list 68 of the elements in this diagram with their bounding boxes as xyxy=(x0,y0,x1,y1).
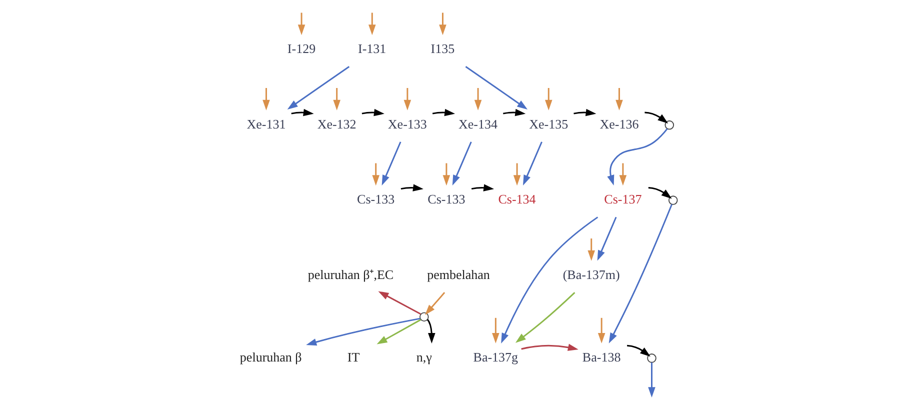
node-text: Xe-136 xyxy=(599,116,638,132)
arrow xyxy=(522,142,542,186)
arrow xyxy=(432,108,455,116)
node-circle xyxy=(419,312,428,322)
node-text: I-129 xyxy=(286,41,316,56)
arrow xyxy=(381,142,401,186)
node-text: I-131 xyxy=(358,41,386,56)
node-text: IT xyxy=(346,350,360,365)
arrow xyxy=(514,292,575,343)
node-text: peluruhan β⁺,EC xyxy=(307,266,394,282)
arrow xyxy=(442,163,450,186)
arrow xyxy=(424,292,445,315)
arrow xyxy=(644,112,668,124)
arrow xyxy=(492,318,499,344)
node-text: Ba-137g xyxy=(472,350,518,365)
arrow xyxy=(332,88,340,110)
node-text: Xe-134 xyxy=(458,116,498,132)
arrow xyxy=(648,362,655,398)
node-text: Xe-133 xyxy=(387,116,426,132)
node-text: Xe-135 xyxy=(528,116,568,132)
node-text: Xe-131 xyxy=(246,116,286,132)
node-text: (Ba-137m) xyxy=(562,266,620,282)
arrow xyxy=(615,88,622,110)
arrow xyxy=(626,344,650,357)
arrow xyxy=(403,88,411,110)
arrow xyxy=(587,238,594,261)
node-text: pembelahan xyxy=(426,266,490,282)
arrow xyxy=(438,12,446,36)
node-text: Cs-137 xyxy=(604,192,642,207)
arrow xyxy=(400,184,423,192)
arrow xyxy=(544,88,552,110)
arrow xyxy=(306,318,420,346)
arrow xyxy=(262,88,270,110)
node-text: n,γ xyxy=(416,350,432,365)
arrow xyxy=(500,216,598,344)
arrow xyxy=(502,108,526,116)
arrow xyxy=(376,319,421,344)
arrow xyxy=(596,216,616,261)
arrow xyxy=(470,184,494,192)
arrow xyxy=(361,108,384,116)
arrow xyxy=(608,204,672,344)
arrow xyxy=(474,88,482,110)
node-circle xyxy=(668,196,678,205)
arrow xyxy=(372,163,379,186)
arrow xyxy=(368,12,376,36)
arrow xyxy=(464,66,528,110)
arrow xyxy=(520,344,578,351)
arrow xyxy=(378,291,420,315)
arrow xyxy=(606,128,668,186)
arrow xyxy=(512,163,520,186)
node-text: Cs-134 xyxy=(498,192,536,207)
arrow xyxy=(297,12,305,36)
node-circle xyxy=(646,354,656,363)
arrow xyxy=(573,108,596,116)
node-circle xyxy=(664,120,674,130)
arrow xyxy=(452,142,472,186)
node-text: I135 xyxy=(430,41,454,56)
arrow xyxy=(597,318,605,344)
node-text: Xe-132 xyxy=(316,116,356,132)
arrow xyxy=(648,187,672,199)
node-text: Cs-133 xyxy=(427,192,465,207)
node-text: Cs-133 xyxy=(356,192,394,207)
arrow xyxy=(290,108,314,116)
node-text: Ba-138 xyxy=(582,350,620,365)
arrow xyxy=(426,319,435,344)
arrow xyxy=(286,66,350,110)
node-text: peluruhan β xyxy=(239,350,302,365)
arrow xyxy=(618,163,626,186)
